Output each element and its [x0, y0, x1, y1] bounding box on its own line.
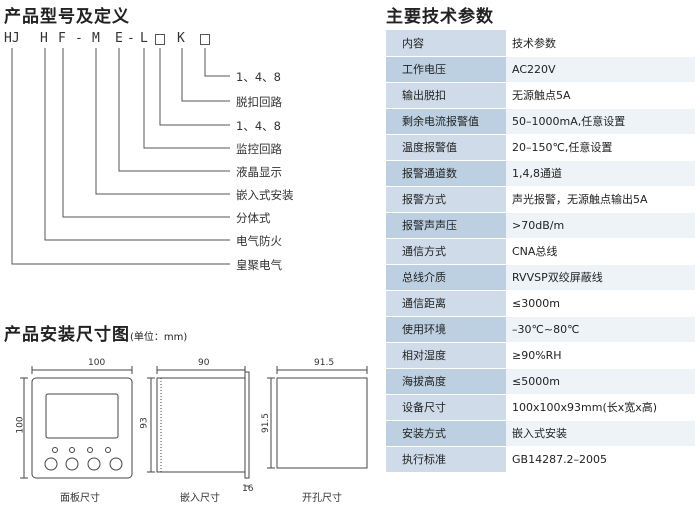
- spec-value: ≤5000m: [506, 368, 695, 395]
- spec-value: ≥90%RH: [506, 342, 695, 369]
- spec-key: 报警通道数: [386, 160, 506, 187]
- panel-label: 面板尺寸: [60, 493, 100, 504]
- spec-key: 输出脱扣: [386, 82, 506, 109]
- table-row: 报警方式声光报警，无源触点输出5A: [386, 186, 695, 213]
- model-code-m: M: [92, 31, 100, 46]
- model-label-brand: 皇聚电气: [236, 258, 282, 272]
- model-code-h: H: [40, 31, 48, 46]
- spec-value: 50–1000mA,任意设置: [506, 108, 695, 135]
- spec-value: 1,4,8通道: [506, 160, 695, 187]
- table-row: 使用环境–30℃~80℃: [386, 316, 695, 343]
- model-code-l: L: [140, 31, 148, 46]
- table-row: 报警声声压>70dB/m: [386, 212, 695, 239]
- specs-header-key: 内容: [386, 30, 506, 57]
- spec-value: 声光报警，无源触点输出5A: [506, 186, 695, 213]
- install-unit: (单位：mm): [130, 332, 188, 343]
- hole-label: 开孔尺寸: [302, 493, 342, 504]
- embed-depth-dim: 16: [242, 484, 254, 494]
- model-code-dash-2: -: [127, 31, 135, 46]
- model-code-hj: HJ: [4, 31, 20, 46]
- spec-key: 海拔高度: [386, 368, 506, 395]
- spec-value: >70dB/m: [506, 212, 695, 239]
- model-definition-title: 产品型号及定义: [4, 7, 130, 27]
- panel-height-dim: 100: [15, 416, 26, 434]
- spec-value: –30℃~80℃: [506, 316, 695, 343]
- spec-value: CNA总线: [506, 238, 695, 265]
- spec-key: 设备尺寸: [386, 394, 506, 421]
- model-code-box-2: [200, 34, 210, 45]
- spec-key: 通信方式: [386, 238, 506, 265]
- panel-width-dim: 100: [88, 358, 106, 368]
- spec-key: 安装方式: [386, 420, 506, 447]
- install-dimensions-title: 产品安装尺寸图(单位：mm): [4, 320, 187, 345]
- spec-key: 工作电压: [386, 56, 506, 83]
- spec-key: 相对湿度: [386, 342, 506, 369]
- model-code-f: F: [58, 31, 66, 46]
- model-label-tripping-count: 1、4、8: [236, 70, 281, 84]
- spec-value: AC220V: [506, 56, 695, 83]
- specs-header-row: 内容 技术参数: [386, 30, 695, 57]
- spec-value: ≤3000m: [506, 290, 695, 317]
- table-row: 通信距离≤3000m: [386, 290, 695, 317]
- model-code-dash-1: -: [75, 31, 83, 46]
- model-label-split: 分体式: [236, 211, 271, 225]
- spec-value: 20–150℃,任意设置: [506, 134, 695, 161]
- panel-drawing: [20, 366, 133, 479]
- spec-key: 使用环境: [386, 316, 506, 343]
- table-row: 海拔高度≤5000m: [386, 368, 695, 395]
- model-label-embedded: 嵌入式安装: [236, 188, 294, 202]
- embed-width-dim: 90: [198, 358, 210, 368]
- table-row: 相对湿度≥90%RH: [386, 342, 695, 369]
- model-label-fire: 电气防火: [236, 234, 282, 248]
- model-code-k: K: [177, 31, 185, 46]
- table-row: 安装方式嵌入式安装: [386, 420, 695, 447]
- hole-height-dim: 91.5: [261, 412, 272, 434]
- table-row: 输出脱扣无源触点5A: [386, 82, 695, 109]
- spec-value: GB14287.2–2005: [506, 446, 695, 473]
- model-tree-lines: [11, 48, 230, 265]
- hole-width-dim: 91.5: [314, 358, 335, 368]
- embed-label: 嵌入尺寸: [180, 493, 220, 504]
- model-label-monitor-circuit: 监控回路: [236, 142, 282, 156]
- install-title-text: 产品安装尺寸图: [4, 325, 130, 345]
- model-code-box-1: [155, 34, 165, 45]
- model-label-tripping-circuit: 脱扣回路: [236, 95, 282, 109]
- spec-value: 100x100x93mm(长x宽x高): [506, 394, 695, 421]
- spec-key: 报警声声压: [386, 212, 506, 239]
- spec-key: 执行标准: [386, 446, 506, 473]
- model-label-lcd: 液晶显示: [236, 165, 282, 179]
- spec-key: 温度报警值: [386, 134, 506, 161]
- spec-value: RVVSP双绞屏蔽线: [506, 264, 695, 291]
- specs-title: 主要技术参数: [386, 7, 494, 27]
- spec-value: 嵌入式安装: [506, 420, 695, 447]
- spec-key: 通信距离: [386, 290, 506, 317]
- embed-drawing: [147, 366, 250, 487]
- specs-header-value: 技术参数: [506, 30, 695, 57]
- model-code-e: E: [115, 31, 123, 46]
- hole-drawing: [267, 366, 368, 469]
- spec-key: 报警方式: [386, 186, 506, 213]
- model-label-monitor-count: 1、4、8: [236, 119, 281, 133]
- embed-height-dim: 93: [139, 417, 150, 429]
- spec-key: 总线介质: [386, 264, 506, 291]
- spec-key: 剩余电流报警值: [386, 108, 506, 135]
- spec-value: 无源触点5A: [506, 82, 695, 109]
